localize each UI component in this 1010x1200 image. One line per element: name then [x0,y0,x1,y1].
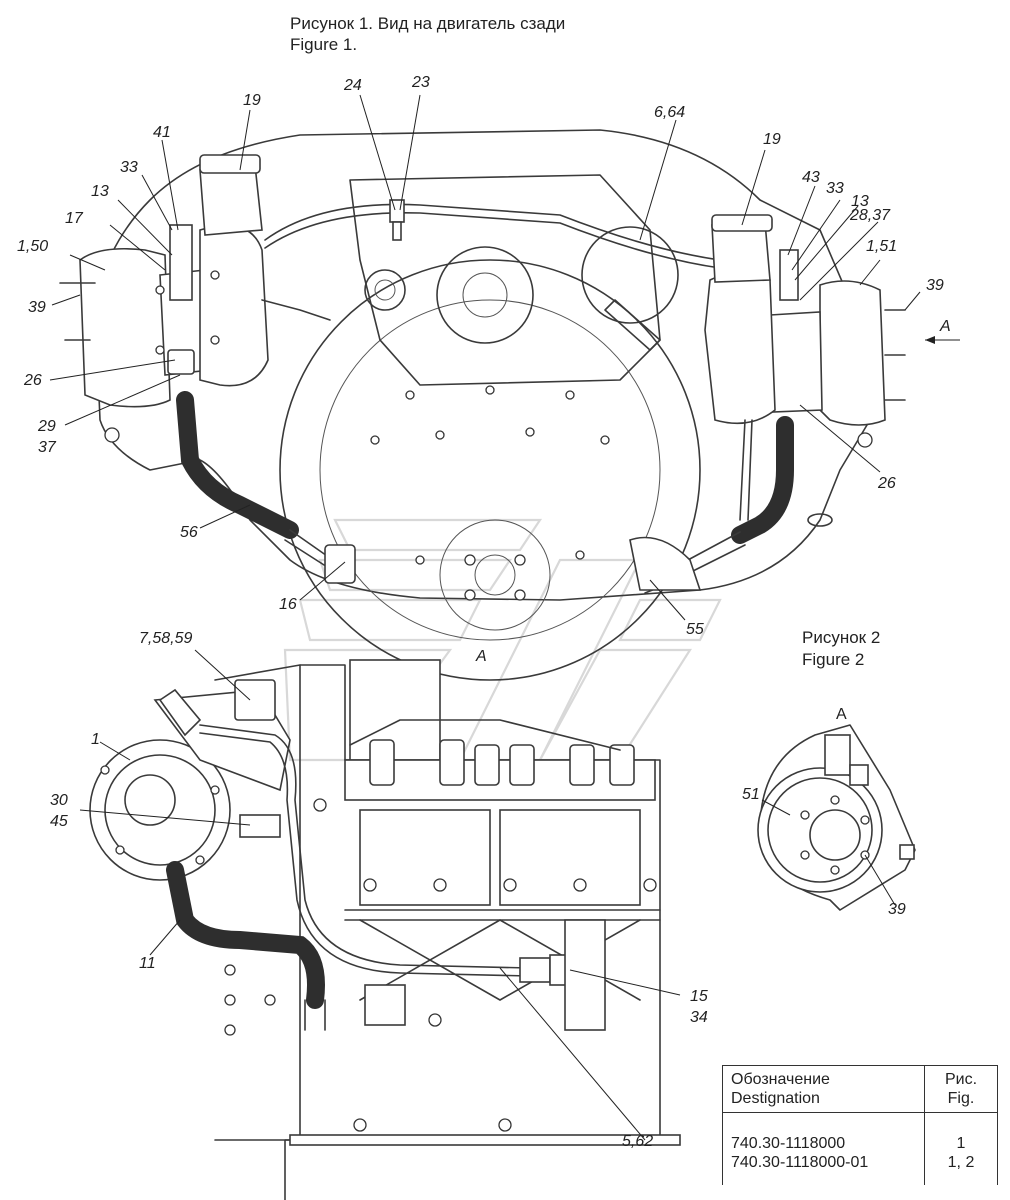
figure2-drawing [757,724,916,911]
row-2-fig: 1, 2 [947,1154,975,1171]
callout-13-right: 13 [851,193,869,210]
callout-39-left: 39 [28,299,46,316]
callout-17: 17 [65,210,83,227]
callout-37: 37 [38,439,56,456]
callout-6-64: 6,64 [654,104,686,121]
callout-33-left: 33 [120,159,138,176]
callout-13-left: 13 [91,183,109,200]
callout-24: 24 [344,77,362,94]
figure2-title-en: Figure 2 [802,650,865,669]
fig-cell: 1 1, 2 [924,1112,998,1185]
callout-56: 56 [180,524,198,541]
callout-19-left: 19 [243,92,261,109]
figure2-title-ru: Рисунок 2 [802,628,881,647]
engine-side-view [89,659,681,1200]
designation-table: Обозначение Destignation Рис. Fig. 740.3… [722,1065,998,1185]
designation-cell: 740.30-1118000 740.30-1118000-01 [722,1112,925,1185]
callout-41: 41 [153,124,171,141]
block-bolts [224,798,657,1132]
callout-11: 11 [139,955,156,972]
callout-51: 51 [742,786,760,803]
row-1-fig: 1 [956,1135,966,1152]
left-turbocharger [59,154,331,443]
callout-29: 29 [38,418,56,435]
callout-16: 16 [279,596,297,613]
figure2-view-label: A [836,706,847,723]
header-fig-cell: Рис. Fig. [924,1065,998,1113]
callout-7-58-59: 7,58,59 [139,630,193,647]
header-designation-ru: Обозначение [731,1071,830,1088]
table-header-row: Обозначение Destignation Рис. Fig. [722,1065,998,1113]
view-arrow-a [925,336,960,344]
row-1-designation: 740.30-1118000 [731,1135,846,1152]
callout-23: 23 [412,74,430,91]
table-row: 740.30-1118000 740.30-1118000-01 1 1, 2 [722,1112,998,1185]
side-turbocharger [89,679,291,881]
callout-55: 55 [686,621,704,638]
callout-15: 15 [690,988,708,1005]
callout-26-right: 26 [878,475,896,492]
callout-5-62: 5,62 [622,1133,654,1150]
injector-units [369,739,635,786]
figure1-title-ru: Рисунок 1. Вид на двигатель сзади [290,14,566,33]
header-fig-en: Fig. [947,1090,975,1107]
callout-45: 45 [50,813,68,830]
callout-19-right: 19 [763,131,781,148]
view-arrow-label: A [940,318,951,335]
callout-39-right: 39 [926,277,944,294]
callout-1-50: 1,50 [17,238,49,255]
callout-1-51: 1,51 [866,238,898,255]
fig2-bolts [800,795,870,875]
section-label: A [476,648,487,665]
right-turbocharger [704,214,906,448]
header-designation-cell: Обозначение Destignation [722,1065,925,1113]
figure1-drawing [59,129,906,681]
callout-33-right: 33 [826,180,844,197]
figure1-title-en: Figure 1. [290,35,358,54]
row-2-designation: 740.30-1118000-01 [731,1154,869,1171]
callout-34: 34 [690,1009,708,1026]
header-fig-ru: Рис. [944,1071,978,1088]
header-designation-en: Destignation [731,1090,820,1107]
leader-lines [49,94,921,1141]
flywheel-bolts [370,385,610,601]
callout-1: 1 [91,731,100,748]
callout-39-fig2: 39 [888,901,906,918]
callout-30: 30 [50,792,68,809]
callout-43: 43 [802,169,820,186]
callout-28-37: 28,37 [850,207,891,224]
callout-26-left: 26 [24,372,42,389]
